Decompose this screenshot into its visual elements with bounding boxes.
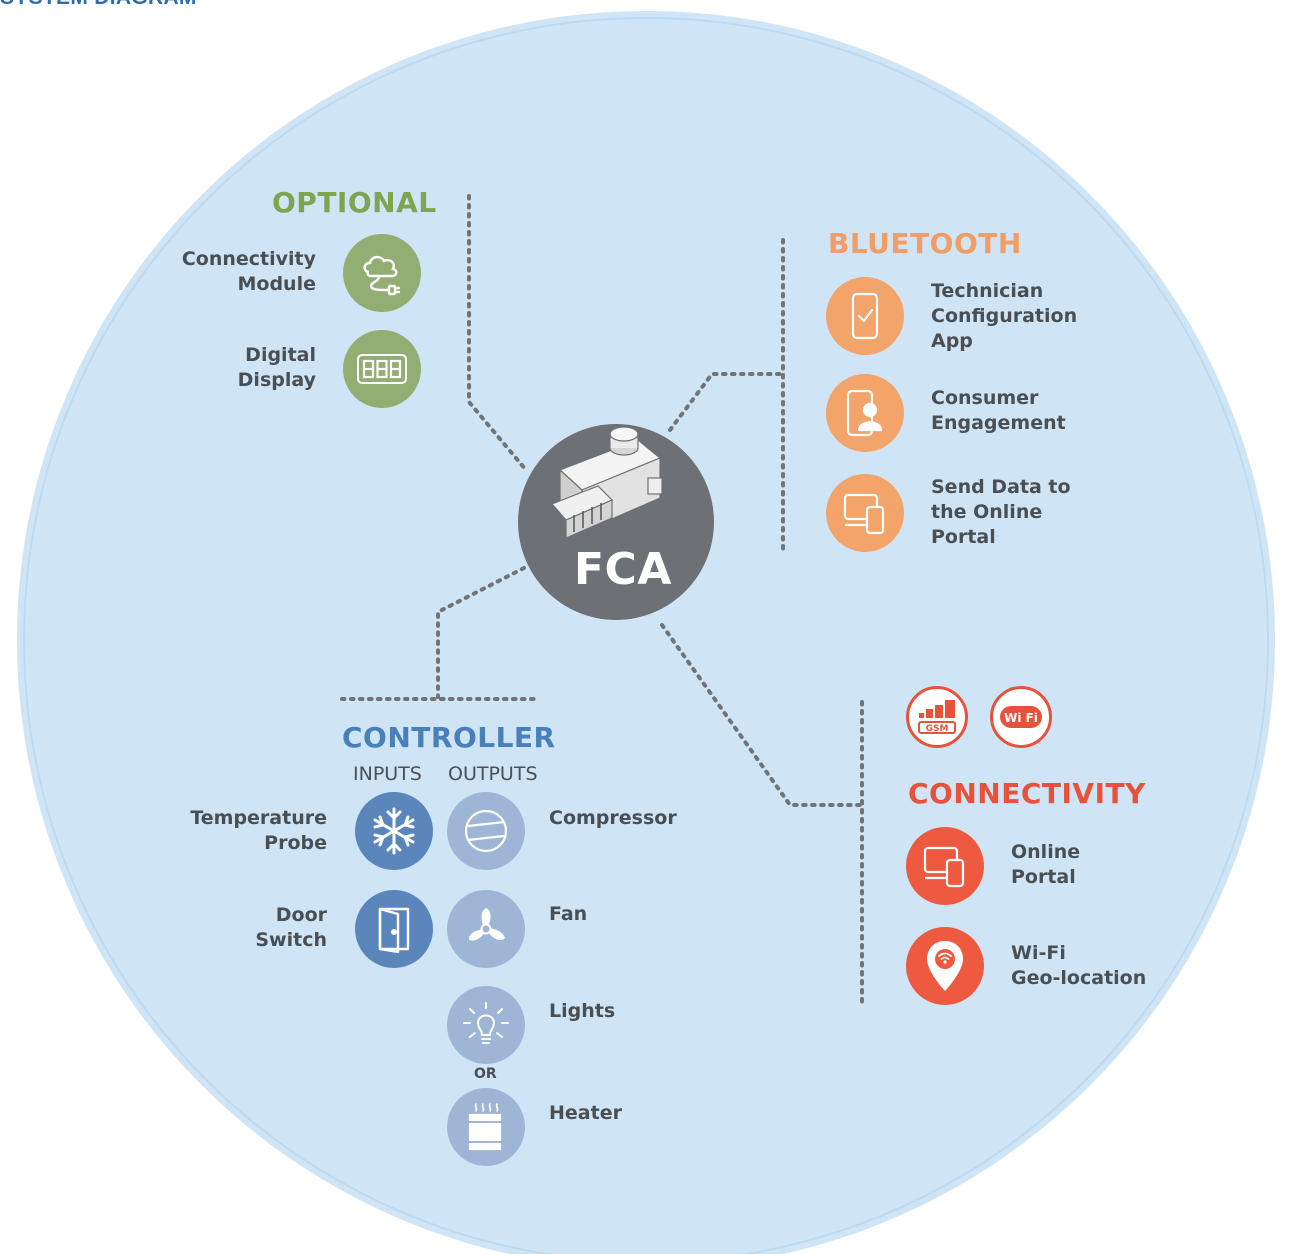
optional-item-digital-display-label: Digital Display: [237, 344, 316, 391]
gsm-icon: GSM: [906, 686, 968, 748]
wifi-badge-text: Wi Fi: [1004, 711, 1038, 725]
connectivity-heading: CONNECTIVITY: [908, 777, 1146, 810]
wifi-badge-icon: Wi Fi: [990, 686, 1052, 748]
snowflake-icon: [355, 792, 433, 870]
phone-check-icon: [826, 277, 904, 355]
location-pin-icon: [906, 927, 984, 1005]
bluetooth-heading: BLUETOOTH: [828, 227, 1022, 260]
fan-icon: [447, 890, 525, 968]
output-lights-label: Lights: [549, 1000, 616, 1022]
connectivity-item-online-portal-label: Online Portal: [1011, 841, 1081, 888]
light-bulb-icon: [447, 986, 525, 1064]
output-compressor-label: Compressor: [549, 807, 677, 829]
connector-optional: [467, 194, 528, 472]
bluetooth-item-send-data-label: Send Data to the Online Portal: [931, 476, 1071, 548]
connector-bluetooth: [668, 372, 785, 432]
inputs-label: INPUTS: [353, 763, 422, 785]
connector-controller: [436, 566, 526, 699]
bluetooth-item-technician-label: Technician Configuration App: [931, 280, 1078, 352]
or-label: OR: [474, 1066, 497, 1082]
bluetooth-item-consumer-label: Consumer Engagement: [931, 387, 1066, 434]
output-fan-label: Fan: [549, 903, 588, 925]
heater-icon: [447, 1088, 525, 1166]
output-heater-label: Heater: [549, 1102, 622, 1124]
input-door-switch-label: Door Switch: [255, 904, 327, 951]
background-circle: [11, 5, 1281, 1254]
input-temperature-probe-label: Temperature Probe: [190, 807, 327, 854]
page-title: SYSTEM DIAGRAM: [0, 0, 197, 10]
phone-user-icon: [826, 374, 904, 452]
compressor-icon: [447, 792, 525, 870]
connectivity-item-wifi-geo-label: Wi-Fi Geo-location: [1011, 942, 1147, 989]
controller-heading: CONTROLLER: [342, 721, 556, 754]
fca-device-icon: [550, 426, 663, 539]
devices-icon: [826, 474, 904, 552]
seven-segment-display-icon: [343, 330, 421, 408]
gsm-text: GSM: [926, 724, 949, 734]
outputs-label: OUTPUTS: [448, 763, 538, 785]
devices-icon: [906, 827, 984, 905]
center-label: FCA: [574, 544, 672, 595]
connector-lines: [340, 194, 864, 1005]
optional-heading: OPTIONAL: [272, 186, 437, 219]
connector-connectivity: [660, 623, 864, 807]
door-icon: [355, 890, 433, 968]
optional-item-connectivity-module-label: Connectivity Module: [181, 248, 316, 295]
cloud-plug-icon: [343, 234, 421, 312]
